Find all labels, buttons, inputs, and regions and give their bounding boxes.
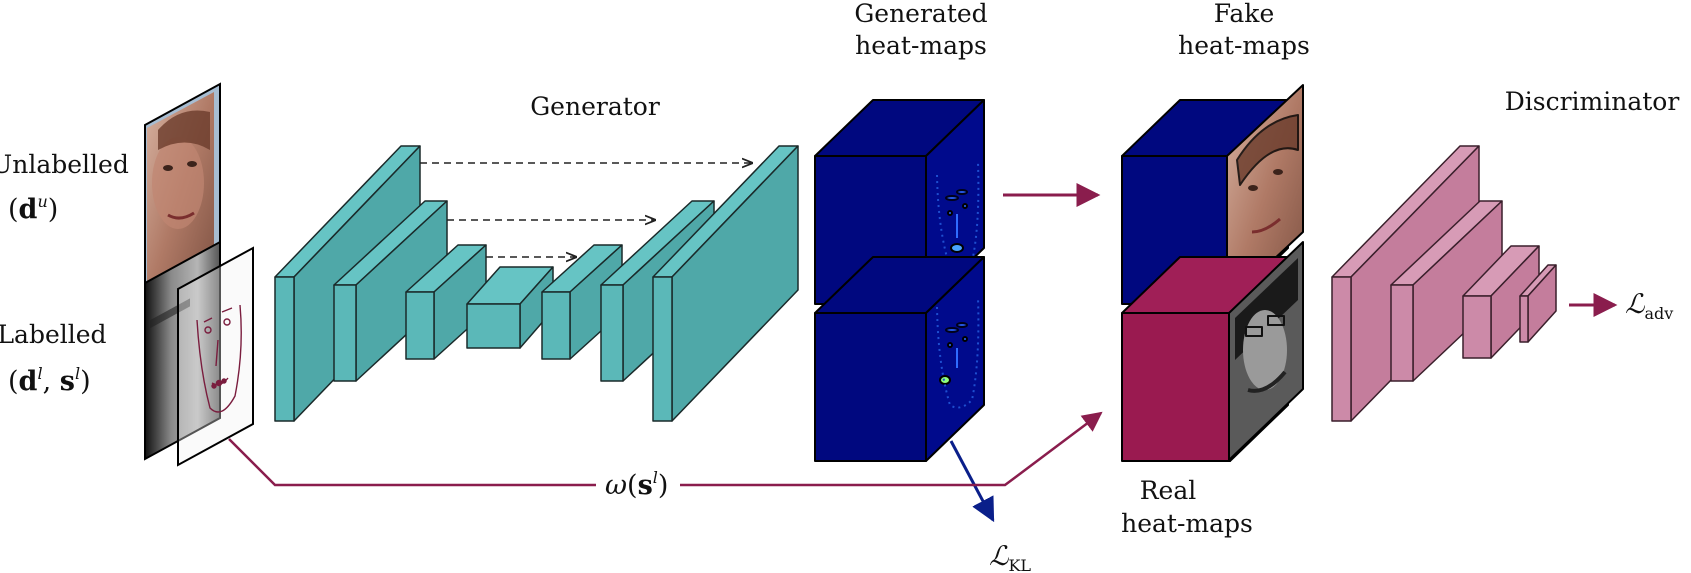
omega-label: ω(sl) <box>605 468 668 501</box>
landmark-overlay <box>196 304 242 413</box>
real-heatmaps-label-line1: Real <box>1140 476 1197 505</box>
generator-network <box>274 145 799 422</box>
generator-layer <box>541 244 623 360</box>
unlabelled-label: Unlabelled <box>0 150 129 179</box>
kl-loss-label: ℒKL <box>989 541 1031 573</box>
skip-connections <box>420 163 752 257</box>
real-heatmaps-label-line2: heat-maps <box>1121 509 1253 538</box>
generated-heatmaps-stack <box>814 99 985 462</box>
labelled-face-image <box>144 240 254 467</box>
discriminator-network <box>1331 145 1557 422</box>
arrow-to-kl-loss <box>949 440 995 523</box>
unlabelled-face-image <box>144 82 221 303</box>
omega-label-background <box>596 468 680 500</box>
generated-heatmaps-label-line1: Generated <box>854 0 987 28</box>
fake-face-image <box>1226 84 1304 304</box>
adv-loss-label: ℒadv <box>1625 289 1673 323</box>
labelled-label: Labelled <box>0 320 107 349</box>
generated-heatmaps-label-line2: heat-maps <box>855 31 987 60</box>
fake-heatmaps-label-line1: Fake <box>1214 0 1275 28</box>
discriminator-layer <box>1462 245 1540 359</box>
discriminator-label: Discriminator <box>1505 87 1680 116</box>
generator-layer <box>652 145 799 422</box>
labelled-symbol: (dl, sl) <box>8 364 91 397</box>
generator-label: Generator <box>530 92 660 121</box>
generator-bottleneck <box>466 266 554 349</box>
discriminator-layer <box>1519 264 1557 343</box>
input-labels: Unlabelled (du) Labelled (dl, sl) <box>0 150 129 397</box>
discriminator-layer <box>1390 200 1503 382</box>
real-face-image <box>1228 241 1304 461</box>
unlabelled-symbol: (du) <box>8 192 58 225</box>
generator-layer <box>333 200 448 382</box>
generated-heatmap-cube <box>814 256 985 462</box>
fake-heatmaps-label-line2: heat-maps <box>1178 31 1310 60</box>
fake-real-stack <box>1121 84 1304 462</box>
face-landmark-heatmap <box>936 162 980 272</box>
generator-layer <box>405 244 487 360</box>
face-landmark-heatmap <box>936 297 980 409</box>
